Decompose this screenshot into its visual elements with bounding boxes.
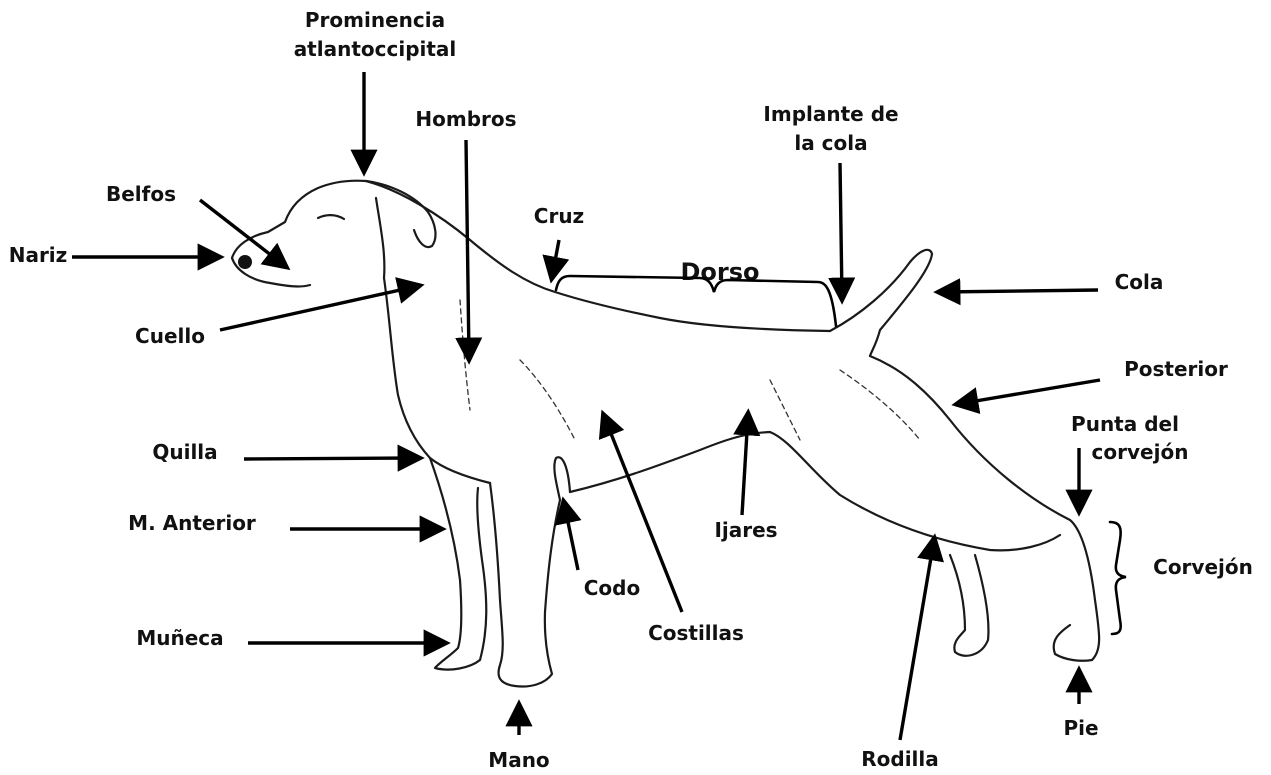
label-cuello: Cuello [135, 324, 205, 348]
arrow-rodilla [900, 540, 934, 740]
label-corvejon: Corvejón [1153, 555, 1253, 579]
dog-hind-paw-outline [1054, 625, 1092, 661]
label-punta-line2: corvejón [1092, 440, 1189, 464]
label-prominencia-line2: atlantoccipital [294, 37, 457, 61]
dog-far-front-leg [430, 458, 486, 670]
arrow-posterior [958, 380, 1100, 404]
dog-ear [376, 198, 384, 278]
label-pie: Pie [1063, 716, 1098, 740]
arrow-cruz [552, 240, 559, 277]
dog-rib-line [520, 360, 575, 440]
dog-tail [830, 250, 932, 356]
label-quilla: Quilla [152, 440, 217, 464]
dog-nose [238, 255, 252, 269]
arrow-hombros [466, 140, 469, 358]
leader-arrows [72, 72, 1100, 740]
label-belfos: Belfos [106, 182, 176, 206]
dog-far-hind-leg [950, 555, 988, 656]
dog-elbow [554, 457, 570, 500]
dog-belly [570, 432, 1060, 550]
arrow-ijares [742, 415, 748, 515]
label-posterior: Posterior [1124, 357, 1228, 381]
label-prominencia-line1: Prominencia [305, 8, 445, 32]
dog-topline [366, 181, 830, 331]
label-costillas: Costillas [648, 621, 744, 645]
dog-hindquarter-outline [870, 356, 1099, 660]
label-nariz: Nariz [9, 243, 68, 267]
label-ijares: Ijares [714, 518, 777, 542]
label-mano: Mano [488, 748, 549, 772]
label-cruz: Cruz [534, 204, 584, 228]
dog-near-front-leg [490, 483, 560, 687]
arrow-implante [840, 163, 842, 298]
label-hombros: Hombros [415, 107, 516, 131]
label-implante-line1: Implante de [763, 102, 898, 126]
label-punta-line1: Punta del [1071, 412, 1179, 436]
label-codo: Codo [584, 576, 640, 600]
arrow-cola [940, 290, 1098, 292]
dog-throat-chest [384, 278, 490, 483]
label-cola: Cola [1115, 270, 1164, 294]
dog-flank-line [770, 380, 800, 440]
arrow-codo [564, 503, 578, 570]
dog-eye [318, 215, 344, 219]
brace-corvejon [1110, 522, 1126, 634]
label-rodilla: Rodilla [861, 747, 939, 771]
label-muneca: Muñeca [136, 626, 223, 650]
dog-illustration [232, 181, 1099, 687]
label-implante-line2: la cola [794, 131, 867, 155]
dog-thigh-line [840, 370, 920, 440]
arrow-quilla [244, 458, 418, 459]
label-anterior: M. Anterior [128, 511, 256, 535]
